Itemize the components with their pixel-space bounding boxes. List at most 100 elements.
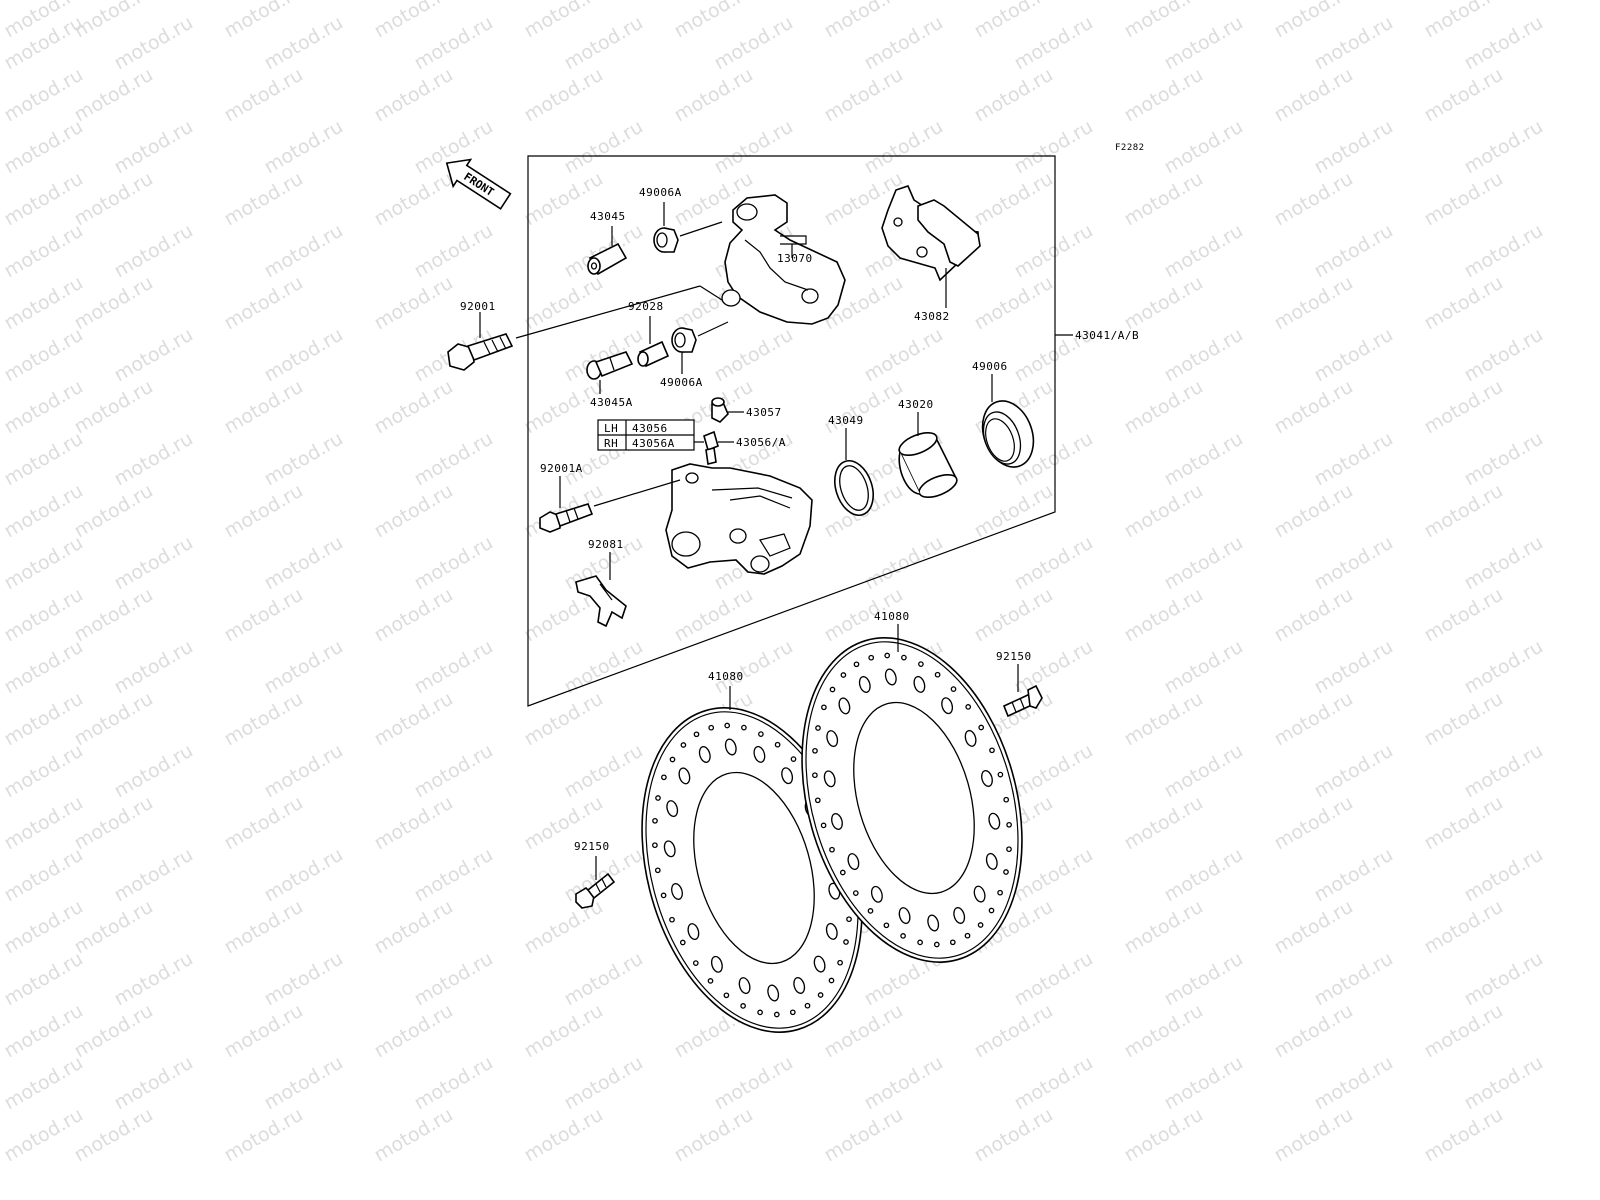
bolt-92001 bbox=[447, 333, 514, 371]
disc-hole bbox=[666, 800, 679, 818]
disc-drill-hole bbox=[843, 939, 849, 945]
pin-boot-top bbox=[653, 227, 679, 253]
disc-hole bbox=[671, 883, 683, 900]
disc-drill-hole bbox=[883, 922, 890, 929]
disc-hole bbox=[847, 853, 860, 871]
side-table: LH 43056 RH 43056A bbox=[597, 419, 695, 451]
piston-seal bbox=[834, 459, 874, 517]
label-92150-left: 92150 bbox=[574, 840, 610, 853]
disc-drill-hole bbox=[821, 704, 827, 711]
disc-drill-hole bbox=[679, 939, 686, 946]
label-41080-right: 41080 bbox=[874, 610, 910, 623]
disc-drill-hole bbox=[708, 724, 715, 731]
disc-drill-hole bbox=[901, 654, 907, 661]
disc-hole bbox=[831, 813, 843, 830]
disc-drill-hole bbox=[790, 756, 797, 762]
label-92001a: 92001A bbox=[540, 462, 583, 475]
sleeve-43045 bbox=[587, 242, 628, 276]
label-92081: 92081 bbox=[588, 538, 624, 551]
label-92150-right: 92150 bbox=[996, 650, 1032, 663]
label-43020: 43020 bbox=[898, 398, 934, 411]
disc-hole bbox=[973, 885, 986, 903]
disc-hole bbox=[913, 675, 926, 693]
assembly-box bbox=[527, 155, 1056, 707]
label-92001: 92001 bbox=[460, 300, 496, 313]
label-43045: 43045 bbox=[590, 210, 626, 223]
disc-drill-hole bbox=[723, 992, 730, 999]
bleeder-cap-43057 bbox=[711, 397, 729, 423]
disc-drill-hole bbox=[1003, 796, 1010, 803]
bleeder-valve bbox=[703, 430, 719, 465]
disc-hole bbox=[767, 984, 780, 1002]
label-49006: 49006 bbox=[972, 360, 1008, 373]
disc-drill-hole bbox=[867, 908, 874, 914]
disc-hole bbox=[781, 767, 794, 785]
disc-hole bbox=[724, 738, 737, 756]
label-49006a-top: 49006A bbox=[639, 186, 682, 199]
label-13070: 13070 bbox=[777, 252, 813, 265]
disc-drill-hole bbox=[652, 842, 658, 849]
disc-drill-hole bbox=[900, 933, 906, 939]
label-41080-left: 41080 bbox=[708, 670, 744, 683]
pin-43045a bbox=[586, 351, 634, 380]
disc-drill-hole bbox=[837, 959, 843, 966]
disc-drill-hole bbox=[669, 916, 675, 923]
caliper-body bbox=[665, 463, 813, 575]
caliper-bracket bbox=[721, 194, 846, 325]
anti-rattle-spring bbox=[575, 575, 627, 628]
disc-hole bbox=[838, 697, 851, 715]
disc-hole bbox=[698, 746, 711, 763]
disc-drill-hole bbox=[997, 771, 1004, 778]
side-rh-part: 43056A bbox=[632, 437, 675, 450]
brake-pads bbox=[881, 185, 981, 282]
disc-hole bbox=[710, 955, 723, 973]
disc-hole bbox=[826, 730, 839, 748]
disc-drill-hole bbox=[693, 731, 700, 738]
disc-drill-hole bbox=[988, 907, 995, 914]
dust-boot bbox=[981, 400, 1035, 468]
disc-hole bbox=[738, 977, 751, 995]
disc-drill-hole bbox=[707, 978, 714, 984]
disc-hole bbox=[953, 907, 966, 924]
disc-drill-hole bbox=[884, 652, 891, 659]
side-lh: LH bbox=[604, 422, 618, 435]
disc-hole bbox=[898, 907, 911, 925]
disc-drill-hole bbox=[820, 822, 827, 829]
disc-hole bbox=[884, 668, 897, 686]
disc-hole bbox=[813, 955, 826, 973]
label-92028: 92028 bbox=[628, 300, 664, 313]
disc-drill-hole bbox=[1003, 869, 1009, 875]
disc-hole bbox=[793, 977, 806, 994]
side-rh: RH bbox=[604, 437, 618, 450]
disc-drill-hole bbox=[804, 1002, 811, 1009]
disc-hole bbox=[964, 729, 977, 747]
disc-drill-hole bbox=[839, 869, 846, 876]
disc-drill-hole bbox=[740, 1003, 746, 1009]
disc-drill-hole bbox=[840, 672, 847, 678]
disc-drill-hole bbox=[868, 654, 875, 661]
disc-hole bbox=[988, 812, 1001, 830]
assembly-label: 43041/A/B bbox=[1075, 329, 1139, 342]
disc-hole bbox=[663, 840, 676, 858]
disc-drill-hole bbox=[757, 1009, 763, 1016]
disc-drill-hole bbox=[918, 661, 924, 667]
disc-hole bbox=[687, 923, 700, 941]
disc-drill-hole bbox=[917, 939, 923, 946]
brake-disc-right bbox=[801, 637, 1023, 963]
disc-drill-hole bbox=[773, 1011, 780, 1018]
pin-boot-bottom bbox=[671, 327, 697, 353]
disc-hole bbox=[985, 852, 998, 870]
front-arrow-icon: FRONT bbox=[445, 158, 512, 210]
disc-drill-hole bbox=[758, 731, 764, 737]
disc-drill-hole bbox=[977, 922, 984, 928]
disc-drill-hole bbox=[724, 722, 731, 729]
disc-hole bbox=[941, 697, 954, 715]
disc-drill-hole bbox=[655, 795, 661, 801]
disc-drill-hole bbox=[846, 916, 852, 923]
disc-drill-hole bbox=[829, 686, 836, 693]
disc-drill-hole bbox=[934, 671, 941, 678]
disc-hole bbox=[823, 770, 836, 788]
disc-hole bbox=[825, 922, 838, 940]
disc-drill-hole bbox=[949, 939, 956, 946]
disc-hole bbox=[981, 770, 993, 787]
